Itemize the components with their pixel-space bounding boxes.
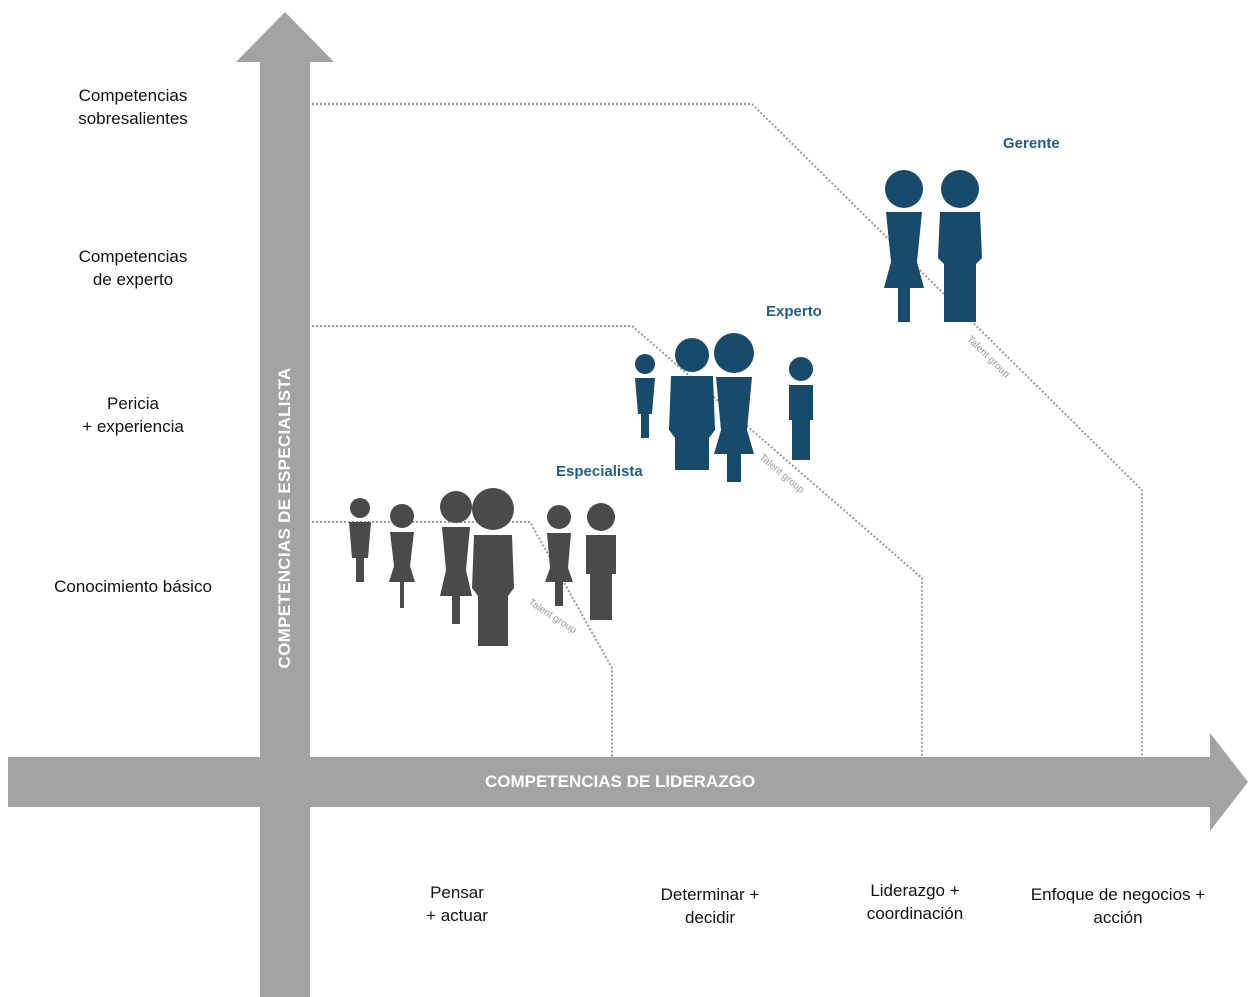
x-level-pensar: Pensar + actuar xyxy=(426,883,488,925)
boundary-line-gerente xyxy=(312,103,1143,758)
horizontal-axis-arrow xyxy=(8,733,1248,831)
experto-people xyxy=(635,333,813,482)
person-icon xyxy=(545,505,573,606)
y-level-basico: Conocimiento básico xyxy=(54,577,212,596)
x-level-enfoque: Enfoque de negocios + acción xyxy=(1030,885,1206,927)
person-icon xyxy=(714,333,754,482)
person-icon xyxy=(669,338,715,470)
boundary-line-especialista xyxy=(312,521,613,758)
vertical-axis-title: COMPETENCIAS DE ESPECIALISTA xyxy=(275,367,294,669)
boundary-line-experto xyxy=(312,325,923,758)
person-icon xyxy=(586,503,616,620)
especialista-people xyxy=(349,488,616,646)
person-icon xyxy=(938,170,982,322)
person-icon xyxy=(389,504,415,608)
y-level-experto: Competencias de experto xyxy=(78,247,188,289)
x-level-determinar: Determinar + decidir xyxy=(660,885,760,927)
person-icon xyxy=(884,170,924,322)
y-level-pericia: Pericia + experiencia xyxy=(82,394,184,436)
person-icon xyxy=(440,491,472,624)
group-label-especialista: Especialista xyxy=(556,463,643,480)
horizontal-axis-title: COMPETENCIAS DE LIDERAZGO xyxy=(484,772,756,791)
x-level-liderazgo: Liderazgo + coordinación xyxy=(866,881,964,923)
group-label-experto: Experto xyxy=(766,303,822,320)
person-icon xyxy=(349,498,371,582)
person-icon xyxy=(472,488,514,646)
gerente-people xyxy=(884,170,982,322)
y-level-sobresalientes: Competencias sobresalientes xyxy=(78,86,188,128)
person-icon xyxy=(635,354,655,438)
vertical-axis-arrow xyxy=(236,12,334,997)
group-label-gerente: Gerente xyxy=(1003,135,1060,152)
person-icon xyxy=(789,357,813,460)
